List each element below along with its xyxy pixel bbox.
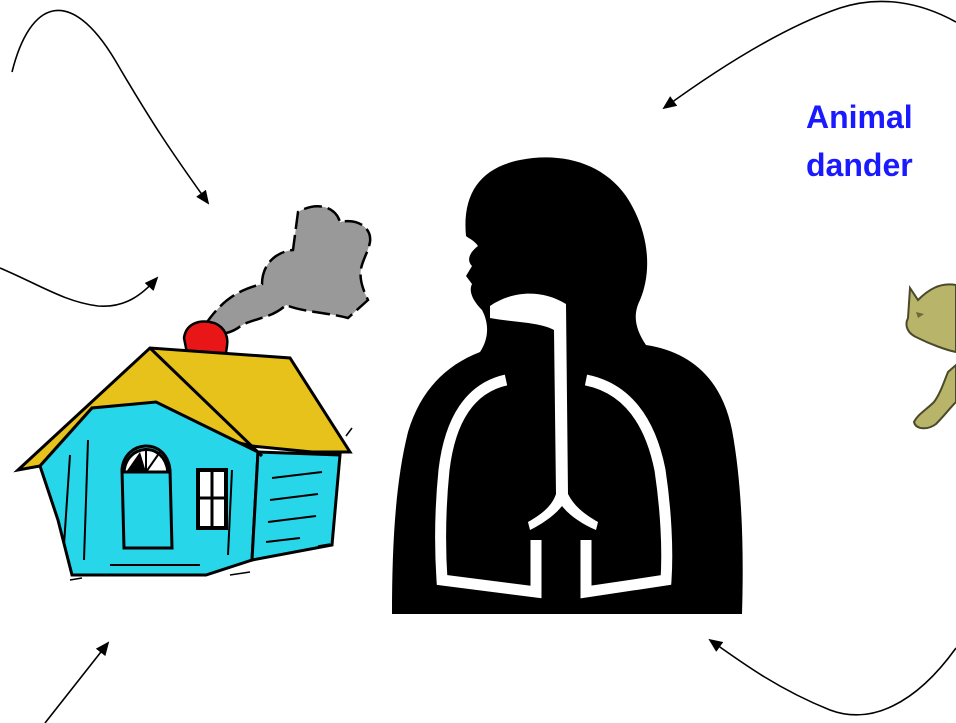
arrow-top-left <box>11 9 210 205</box>
lung-right <box>580 374 673 599</box>
lung-left <box>435 374 542 599</box>
house-clipart <box>13 205 372 581</box>
cat-head <box>905 283 956 354</box>
arrow-bottom-left <box>44 641 110 723</box>
cat-clipart <box>905 283 956 430</box>
house-side-wall <box>250 450 342 562</box>
trachea <box>490 293 598 530</box>
cat-body <box>912 363 956 430</box>
human-respiratory-silhouette: M. HICKS <box>392 142 750 615</box>
arrow-bottom-right <box>708 638 956 716</box>
label-animal-dander-line2: dander <box>806 147 913 183</box>
smoke <box>203 205 372 335</box>
artist-signature: M. HICKS <box>687 460 703 523</box>
arrow-top-right <box>662 0 956 110</box>
human-silhouette <box>392 157 743 615</box>
label-animal-dander-line1: Animal <box>806 99 913 135</box>
arrow-mid-left <box>0 267 159 307</box>
